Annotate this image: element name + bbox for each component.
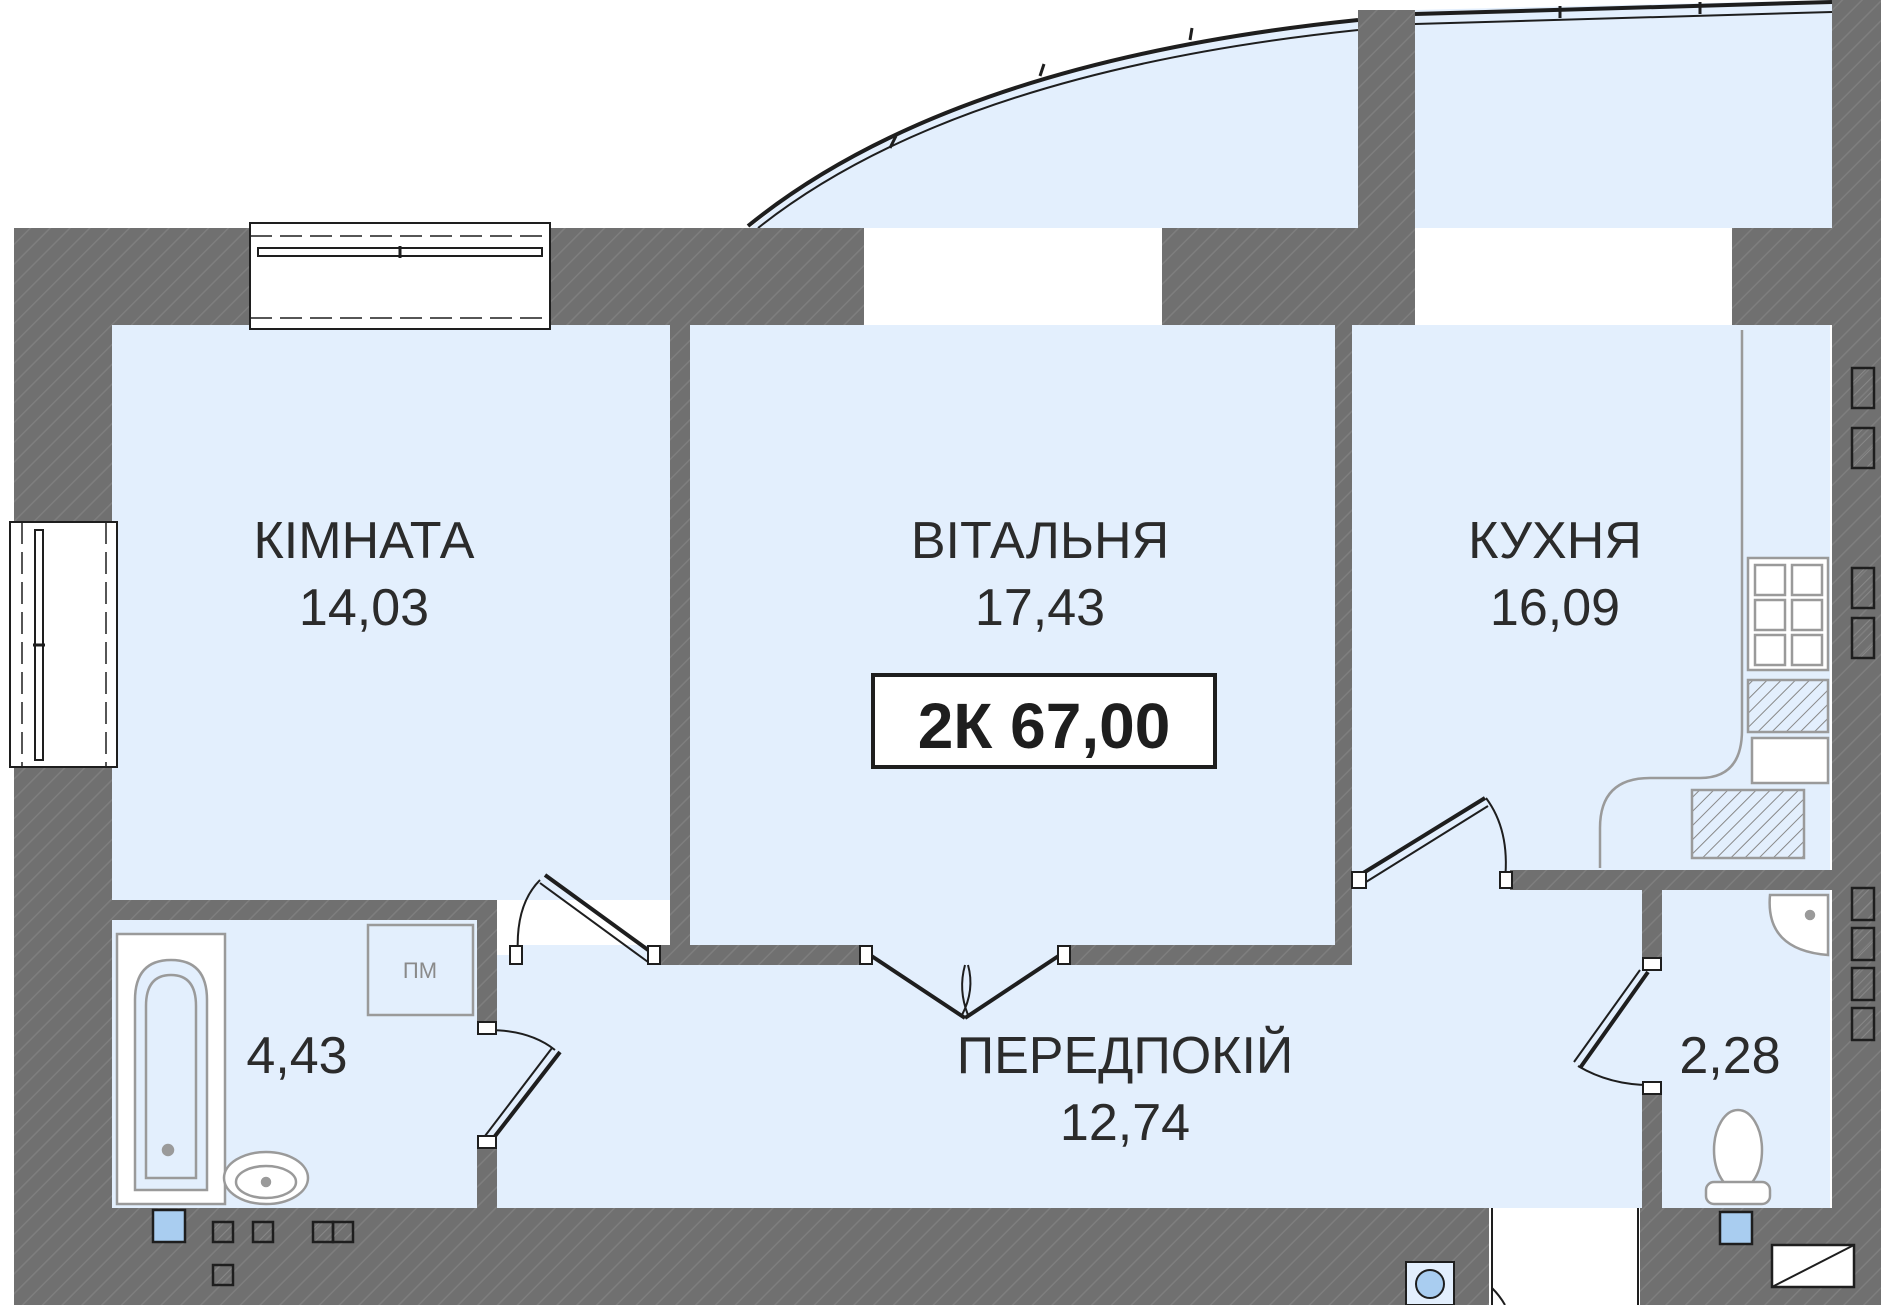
hallway-floor-upper <box>1352 885 1642 965</box>
toilet-water-point <box>1718 1210 1754 1246</box>
bathroom-fixtures: ПМ <box>115 923 475 1287</box>
kitchen-sink <box>1746 678 1830 734</box>
kitchen-counter <box>1598 330 1744 868</box>
washbasin <box>222 1150 310 1206</box>
bedroom-door <box>509 873 661 965</box>
doors <box>477 796 1662 1149</box>
toilet-riser-points <box>1850 886 1876 1042</box>
kitchen-name: КУХНЯ <box>1468 512 1642 570</box>
bay-window <box>746 0 1833 229</box>
door-openings <box>477 870 1662 1305</box>
stove-burners <box>1753 563 1824 667</box>
kitchen-water-points <box>1850 366 1876 660</box>
corner-sink <box>1768 893 1830 957</box>
entrance <box>1405 1208 1639 1305</box>
living-floor <box>690 325 1335 945</box>
bedroom-floor <box>112 325 670 900</box>
bathroom-door <box>477 1021 562 1149</box>
toilet-area: 2,28 <box>1679 1027 1780 1085</box>
living-door <box>859 945 1071 1020</box>
toilet-fixtures <box>1704 886 1876 1289</box>
kitchen-area: 16,09 <box>1490 579 1620 637</box>
total-area-box: 2К 67,00 <box>871 673 1217 769</box>
kitchen-door <box>1351 796 1513 889</box>
bathtub <box>115 932 227 1206</box>
kitchen-corner-unit <box>1690 788 1806 860</box>
washer: ПМ <box>366 923 475 1017</box>
kitchen-fixtures <box>1598 330 1876 868</box>
total-area: 2К 67,00 <box>918 690 1171 762</box>
bedroom-side-window <box>9 521 118 768</box>
living-name: ВІТАЛЬНЯ <box>911 512 1169 570</box>
toilet-bowl <box>1704 1108 1772 1206</box>
bathroom-area: 4,43 <box>246 1027 347 1085</box>
labels: КІМНАТА 14,03 ВІТАЛЬНЯ 17,43 2К 67,00 КУ… <box>246 512 1780 1152</box>
bedroom-name: КІМНАТА <box>254 512 475 570</box>
kitchen-cabinet <box>1750 736 1830 785</box>
stove <box>1746 556 1830 672</box>
living-area: 17,43 <box>975 579 1105 637</box>
toilet-door <box>1573 957 1662 1095</box>
bedroom-area: 14,03 <box>299 579 429 637</box>
hallway-name: ПЕРЕДПОКІЙ <box>957 1026 1294 1085</box>
meter-icon <box>1415 1269 1445 1299</box>
kitchen-bay-floor <box>1415 0 1832 228</box>
hallway-floor <box>497 955 1642 1208</box>
living-bay-floor <box>750 20 1360 228</box>
bathroom-water-points <box>151 1208 355 1287</box>
bedroom-top-window <box>249 222 551 330</box>
hallway-area: 12,74 <box>1060 1094 1190 1152</box>
windows <box>9 222 551 768</box>
washer-label: ПМ <box>403 958 437 983</box>
